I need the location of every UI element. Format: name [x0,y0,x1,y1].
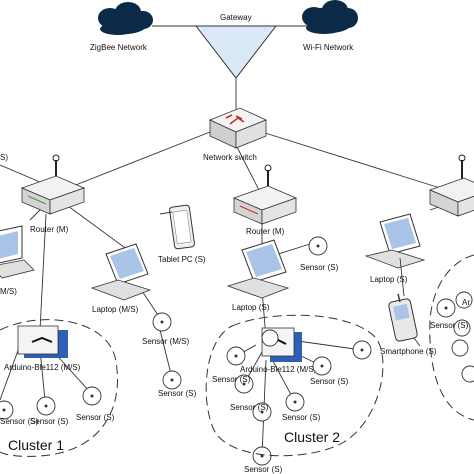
sensor-label: Sensor (S) [212,375,251,384]
arduino-icon [17,325,68,358]
s-fragment-label: S) [0,153,8,162]
wifi-cloud-icon [302,0,358,34]
laptop-right-label: Laptop (S) [370,275,408,284]
gateway-label: Gateway [220,13,252,22]
ar-fragment-label: Ar [462,298,470,307]
tablet-icon [169,204,195,250]
zigbee-cloud-icon [98,2,153,35]
zigbee-label: ZigBee Network [90,43,148,52]
sensor-label: Sensor (S) [230,403,269,412]
arduino-center-label: Arduino-Ble112 (M/S) [240,365,317,374]
laptop-icon [364,213,426,269]
cluster-1-label: Cluster 1 [8,437,64,453]
laptop-icon [226,239,290,299]
router-center-label: Router (M) [246,227,285,236]
ms-fragment-label: M/S) [0,287,17,296]
router-icon [232,164,298,225]
switch-label: Network switch [203,153,257,162]
sensor-label: Sensor (S) [430,321,469,330]
laptop-center-label: Laptop (S) [232,303,270,312]
sensor-label: Sensor (M/S) [142,337,189,346]
cluster-2-outline [205,314,384,457]
sensor-dots [2,244,448,458]
sensor-label: Sensor (S) [310,377,349,386]
sensor-label: Sensor (S) [158,389,197,398]
router-icon [428,154,474,217]
sensor-label: Sensor (S) [300,263,339,272]
smartphone-icon [388,293,418,342]
wifi-label: Wi-Fi Network [303,43,354,52]
router-left-label: Router (M) [30,225,69,234]
sensor-label: Sensor (S) [0,417,39,426]
tablet-label: Tablet PC (S) [158,255,206,264]
smartphone-label: Smartphone (S) [380,347,437,356]
cluster-1-outline [0,319,118,457]
switch-icon [208,107,268,149]
sensor-label: Sensor (S) [30,417,69,426]
router-icon [20,154,86,215]
sensor-label: Sensor (S) [282,413,321,422]
laptop-icon [90,243,152,301]
laptop-icon [0,225,35,279]
sensor-label: Sensor (S) [76,413,115,422]
sensor-label: Sensor (S) [244,465,283,474]
laptop-ms-label: Laptop (M/S) [92,305,139,314]
arduino-left-label: Arduino-Ble112 (M/S) [4,363,81,372]
cluster-3-outline [429,254,474,421]
cluster-2-label: Cluster 2 [284,429,340,445]
gateway-triangle-icon [194,25,278,79]
